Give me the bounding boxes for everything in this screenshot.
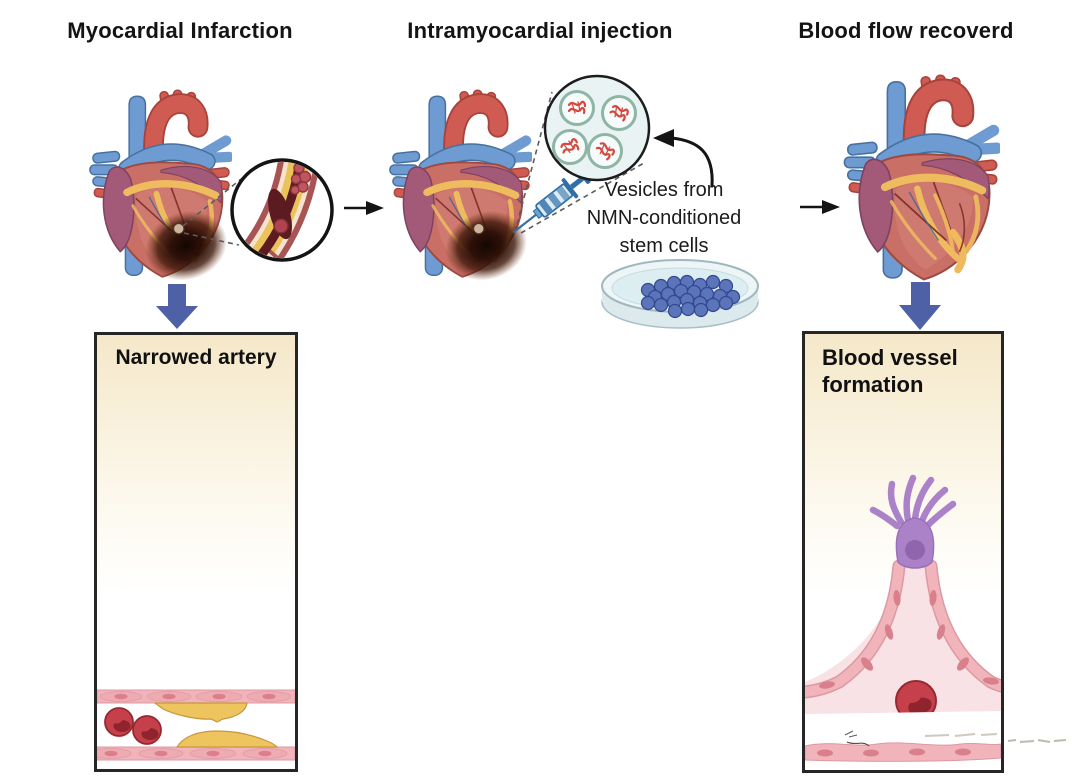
stem-cell-cluster — [640, 274, 741, 319]
tip-cell — [869, 474, 957, 569]
vesicles-label-line3: stem cells — [619, 235, 709, 257]
panel-title-intramyocardial-injection: Intramyocardial injection — [407, 18, 673, 43]
panel-title-blood-flow-recovered: Blood flow recoverd — [798, 18, 1014, 43]
plaque-bottom — [175, 730, 279, 748]
heart-healthy-right — [844, 75, 997, 279]
right-arrow-icon-step1 — [344, 201, 384, 215]
narrowed-artery-title: Narrowed artery — [115, 346, 277, 369]
plaque-top — [153, 702, 248, 723]
red-blood-cell — [895, 680, 937, 722]
callout-dashes-left — [182, 178, 242, 246]
smudge-marks — [1007, 739, 1067, 743]
vessel-formation-title: Blood vessel formation — [822, 345, 958, 397]
vesicles-label: Vesicles from NMN-conditioned stem cells — [572, 176, 756, 260]
down-arrow-icon-left — [156, 284, 198, 329]
sprouting-blood-vessel-tip-cell-icon — [805, 474, 1001, 762]
heart-infarcted-middle — [390, 90, 536, 291]
syringe-icon — [512, 169, 591, 234]
vesicles-with-rna-icon — [543, 74, 651, 182]
narrowed-artery-box: Narrowed artery — [94, 332, 298, 772]
heart-infarcted-left — [90, 90, 236, 291]
magnifier-narrowed-artery-icon — [230, 158, 334, 262]
narrowed-artery-plaque-icon — [97, 689, 295, 761]
curved-arrow-icon — [653, 129, 714, 188]
panel-title-myocardial-infarction: Myocardial Infarction — [67, 18, 293, 43]
endothelial-nuclei — [819, 590, 999, 689]
vesicles-label-line2: NMN-conditioned — [586, 207, 742, 229]
callout-dashes-middle — [516, 91, 645, 234]
right-arrow-icon-step2 — [800, 200, 840, 214]
petri-dish-stem-cells-icon — [601, 259, 759, 329]
vesicles-label-line1: Vesicles from — [604, 179, 724, 201]
down-arrow-icon-right — [899, 282, 941, 330]
red-blood-cells — [104, 707, 162, 745]
vessel-formation-box: Blood vessel formation — [802, 331, 1004, 773]
